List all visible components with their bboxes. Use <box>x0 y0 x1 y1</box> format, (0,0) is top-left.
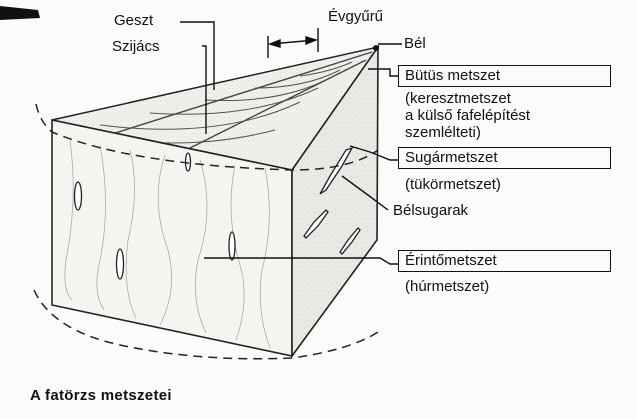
annual-ring-label: Évgyűrű <box>328 8 384 25</box>
radial-rays <box>303 146 361 255</box>
pointer-lines <box>180 21 402 265</box>
cross-section-desc-1: (keresztmetszet <box>405 90 511 107</box>
tangential-section-label-box: Érintőmetszet <box>398 250 611 272</box>
pith-label: Bél <box>404 35 426 52</box>
log-outline <box>33 103 379 360</box>
pith-dot <box>373 45 379 51</box>
radial-section-label-box: Sugármetszet <box>398 147 611 169</box>
corner-smudge <box>0 6 40 20</box>
cross-section-desc-3: szemlélteti) <box>405 124 481 141</box>
cross-section-desc-2: a külső fafelépítést <box>405 107 531 124</box>
cross-section-label-box: Bütüs metszet <box>398 65 611 87</box>
tangential-grain <box>64 139 271 349</box>
sapwood-label: Szijács <box>112 38 160 55</box>
tangential-section-desc: (húrmetszet) <box>405 278 490 295</box>
top-rays <box>111 51 373 149</box>
radial-face <box>291 44 379 359</box>
medullary-rays-label: Bélsugarak <box>393 202 469 219</box>
figure-caption: A fatörzs metszetei <box>30 387 172 404</box>
ring-dimension-marker <box>267 28 319 58</box>
radial-section-desc: (tükörmetszet) <box>405 176 501 193</box>
heartwood-label: Geszt <box>114 12 154 29</box>
